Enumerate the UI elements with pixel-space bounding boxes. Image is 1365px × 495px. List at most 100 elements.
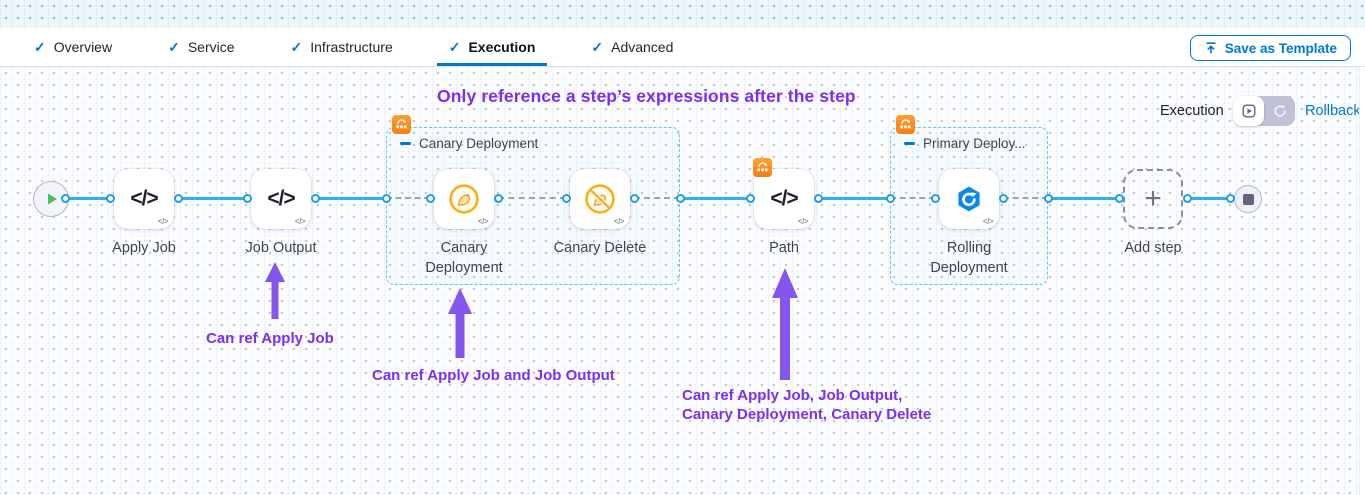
code-badge-icon: </>: [157, 217, 169, 226]
connector-dot: [105, 194, 115, 203]
code-icon: </>: [130, 187, 158, 210]
rollback-steps-badge-icon: [392, 115, 411, 134]
connector-line-dashed: [890, 197, 935, 199]
code-badge-icon: </>: [613, 217, 625, 226]
connector-line: [315, 197, 386, 200]
code-badge-icon: </>: [982, 217, 994, 226]
step-group-primary-deployment[interactable]: Primary Deploy...: [890, 127, 1048, 285]
tab-execution[interactable]: ✓ Execution: [436, 28, 547, 66]
execution-toggle-button[interactable]: [1233, 96, 1264, 126]
check-icon: ✓: [290, 38, 303, 55]
code-badge-icon: </>: [797, 217, 809, 226]
canvas-top-margin: [0, 0, 1365, 28]
code-icon: </>: [267, 187, 295, 210]
annotation-arrow-job-output: [265, 262, 285, 319]
connector-line-dashed: [634, 197, 680, 199]
connector-dot: [998, 194, 1008, 203]
annotation-title: Only reference a step’s expressions afte…: [437, 86, 856, 106]
rollback-steps-badge-icon: [753, 158, 772, 177]
step-group-label: Canary Deployment: [419, 136, 539, 151]
check-icon: ✓: [591, 38, 604, 55]
connector-dot: [60, 194, 70, 203]
connector-line: [1048, 197, 1119, 200]
connector-line-dashed: [386, 197, 430, 199]
stop-icon: [1242, 193, 1254, 205]
step-label: Rolling Deployment: [930, 240, 1008, 276]
rollback-toggle-button[interactable]: [1264, 96, 1295, 126]
connector-dot: [493, 194, 503, 203]
step-label: Job Output: [245, 240, 317, 256]
step-rolling-deployment[interactable]: </>: [939, 169, 999, 229]
tab-overview[interactable]: ✓ Overview: [34, 28, 112, 66]
check-icon: ✓: [168, 38, 180, 55]
connector-dot: [561, 194, 571, 203]
check-icon: ✓: [34, 38, 46, 55]
rolling-deployment-icon: [953, 183, 985, 215]
canary-icon: [447, 182, 481, 216]
step-group-canary-deployment[interactable]: Canary Deployment: [386, 127, 680, 285]
code-badge-icon: </>: [294, 217, 306, 226]
pipeline-canvas[interactable]: Only reference a step’s expressions afte…: [0, 67, 1365, 495]
collapse-icon[interactable]: [904, 142, 915, 145]
step-apply-job[interactable]: </> </>: [114, 169, 174, 229]
annotation-arrow-path: [772, 268, 798, 380]
stage-tabbar: ✓ Overview ✓ Service ✓ Infrastructure ✓ …: [0, 28, 1365, 67]
play-icon: [42, 190, 60, 208]
code-badge-icon: </>: [477, 217, 489, 226]
rollback-steps-badge-icon: [896, 115, 915, 134]
connector-dot: [813, 194, 823, 203]
connector-line: [1187, 197, 1230, 200]
annotation-note-path-line2: Canary Deployment, Canary Delete: [682, 406, 932, 423]
connector-dot: [242, 194, 252, 203]
connector-dot: [1114, 194, 1124, 203]
step-path[interactable]: </> </>: [754, 169, 814, 229]
connector-dot: [381, 194, 391, 203]
connector-line: [69, 197, 110, 200]
tab-label: Overview: [53, 39, 113, 55]
upload-icon: [1204, 41, 1218, 55]
rollback-link[interactable]: Rollback: [1305, 103, 1361, 119]
annotation-note-job-output: Can ref Apply Job: [206, 330, 334, 347]
connector-dot: [1225, 194, 1235, 203]
plus-icon: +: [1144, 182, 1162, 215]
annotation-note-canary: Can ref Apply Job and Job Output: [372, 367, 615, 384]
connector-dot: [629, 194, 639, 203]
connector-dot: [425, 194, 435, 203]
step-label: Canary Delete: [553, 240, 647, 256]
step-canary-delete[interactable]: </>: [570, 169, 630, 229]
step-job-output[interactable]: </> </>: [251, 169, 311, 229]
tab-label: Execution: [468, 39, 536, 55]
connector-dot: [1182, 194, 1192, 203]
add-step-button[interactable]: +: [1123, 169, 1183, 229]
step-canary-deployment[interactable]: </>: [434, 169, 494, 229]
annotation-arrow-canary: [448, 288, 472, 358]
tab-advanced[interactable]: ✓ Advanced: [591, 28, 673, 66]
annotation-note-path: Can ref Apply Job, Job Output, Canary De…: [682, 386, 931, 424]
tab-infrastructure[interactable]: ✓ Infrastructure: [291, 28, 393, 66]
connector-line: [178, 197, 247, 200]
add-step-label: Add step: [1124, 240, 1182, 256]
tab-label: Infrastructure: [310, 39, 393, 55]
connector-dot: [930, 194, 940, 203]
connector-line-dashed: [1003, 197, 1048, 199]
collapse-icon[interactable]: [400, 142, 411, 145]
connector-dot: [173, 194, 183, 203]
pipeline-start-node[interactable]: [33, 181, 69, 217]
save-as-template-button[interactable]: Save as Template: [1189, 35, 1351, 61]
execution-mode-label: Execution: [1160, 103, 1224, 119]
pipeline-end-node[interactable]: [1234, 185, 1262, 213]
step-label: Apply Job: [112, 240, 176, 256]
tab-label: Advanced: [611, 39, 674, 55]
save-as-template-label: Save as Template: [1224, 40, 1337, 56]
tab-label: Service: [187, 39, 235, 55]
code-icon: </>: [770, 187, 798, 210]
step-label: Path: [769, 240, 799, 256]
step-group-header: Primary Deploy...: [904, 136, 1026, 151]
connector-dot: [310, 194, 320, 203]
check-icon: ✓: [448, 38, 461, 55]
tab-service[interactable]: ✓ Service: [168, 28, 234, 66]
connector-dot: [675, 194, 685, 203]
step-group-header: Canary Deployment: [400, 136, 538, 151]
vertical-scrollbar[interactable]: [1359, 67, 1365, 495]
execution-steps-icon: [1241, 103, 1257, 119]
